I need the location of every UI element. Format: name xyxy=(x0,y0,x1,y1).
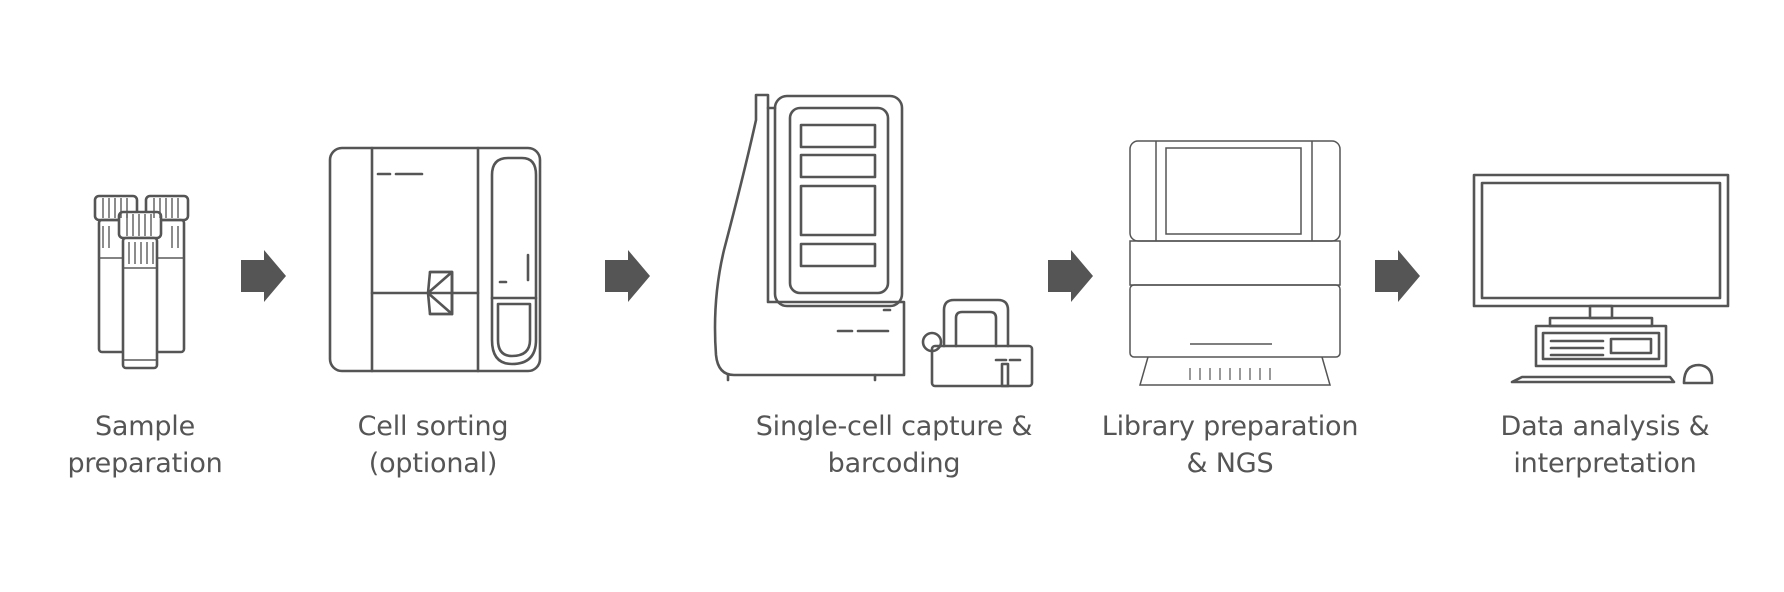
step-label-library-preparation: Library preparation & NGS xyxy=(1080,408,1380,482)
arrow-right-icon xyxy=(1048,250,1093,302)
step-label-cell-sorting: Cell sorting (optional) xyxy=(283,408,583,482)
step-label-line: (optional) xyxy=(368,448,498,479)
arrow-right-icon xyxy=(241,250,286,302)
arrow-right-icon xyxy=(1375,250,1420,302)
cell-sorter-icon xyxy=(328,146,542,373)
step-label-line: Cell sorting xyxy=(357,411,509,442)
step-label-line: Library preparation xyxy=(1101,411,1359,442)
arrow-right-icon xyxy=(605,250,650,302)
step-label-line: interpretation xyxy=(1513,448,1697,479)
step-label-single-cell-capture: Single-cell capture & barcoding xyxy=(724,408,1064,482)
computer-icon xyxy=(1472,173,1730,385)
sequencer-icon xyxy=(1129,140,1341,386)
step-label-line: Sample xyxy=(94,411,196,442)
step-label-line: Data analysis & xyxy=(1500,411,1710,442)
step-label-line: & NGS xyxy=(1186,448,1274,479)
step-label-line: barcoding xyxy=(827,448,961,479)
capture-instrument-icon xyxy=(713,93,1034,388)
step-label-data-analysis: Data analysis & interpretation xyxy=(1455,408,1755,482)
step-label-line: Single-cell capture & xyxy=(755,411,1033,442)
step-label-sample-preparation: Sample preparation xyxy=(0,408,295,482)
step-label-line: preparation xyxy=(67,448,223,479)
sample-tubes-icon xyxy=(93,194,190,370)
